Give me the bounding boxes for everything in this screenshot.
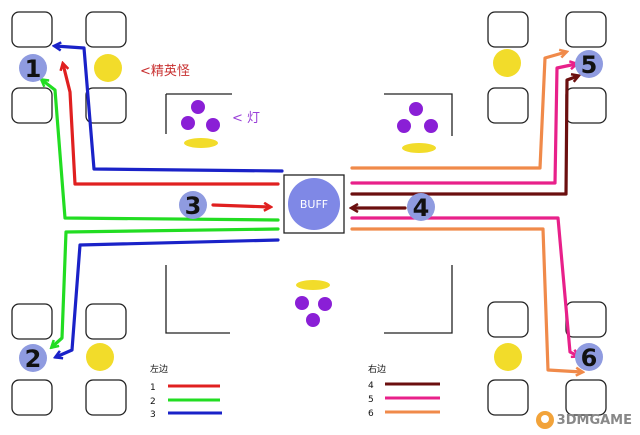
position-3: 3 <box>179 191 207 220</box>
room-top-left <box>165 93 232 134</box>
legend-left-title: 左边 <box>150 363 168 375</box>
svg-text:5: 5 <box>581 51 598 79</box>
lamp-top-left <box>181 100 220 148</box>
legend-left: 左边 1 2 3 <box>150 363 222 420</box>
position-5: 5 <box>575 50 603 79</box>
elite-monster-bottom-right <box>494 343 522 371</box>
elite-monster-label: <精英怪 <box>140 64 190 79</box>
route-2-green-low <box>52 227 280 347</box>
elite-monster-top-right <box>493 49 521 77</box>
3dm-logo-icon <box>535 411 554 429</box>
svg-text:3: 3 <box>185 192 202 220</box>
pads-bottom-right <box>487 301 607 416</box>
pads-bottom-left <box>11 303 127 416</box>
svg-text:2: 2 <box>25 345 42 373</box>
route-2-green <box>42 80 280 222</box>
svg-text:1: 1 <box>25 55 42 83</box>
route-4-darkred <box>350 76 578 196</box>
position-4: 4 <box>407 193 435 222</box>
svg-text:2: 2 <box>150 397 156 407</box>
lamp-bottom <box>295 280 332 327</box>
svg-text:4: 4 <box>413 194 430 222</box>
route-3-blue <box>56 238 280 357</box>
pads-top-left <box>11 11 127 124</box>
svg-text:1: 1 <box>150 383 156 393</box>
room-bottom-right <box>384 265 453 334</box>
lamp-label: < 灯 <box>232 111 260 126</box>
route-6-orange <box>350 52 566 170</box>
svg-text:6: 6 <box>581 344 598 372</box>
lamp-top-right <box>397 102 438 153</box>
watermark-text: 3DMGAME <box>556 412 632 428</box>
svg-text:5: 5 <box>368 395 374 405</box>
route-1-blue <box>55 46 284 173</box>
svg-text:6: 6 <box>368 409 374 419</box>
elite-monster-bottom-left <box>86 343 114 371</box>
position-1: 1 <box>19 54 47 83</box>
route-5-pink-low <box>350 216 578 356</box>
legend-right: 右边 4 5 6 <box>368 363 440 419</box>
route-1-red <box>63 64 280 186</box>
elite-monster-top-left <box>94 54 122 82</box>
watermark: 3DMGAME <box>535 411 632 429</box>
buff-box: BUFF <box>283 174 345 234</box>
route-6-orange-low <box>350 227 582 372</box>
position-2: 2 <box>19 344 47 373</box>
legend-right-title: 右边 <box>368 363 386 375</box>
route-3-red <box>211 205 270 207</box>
svg-text:3: 3 <box>150 410 156 420</box>
svg-text:4: 4 <box>368 381 374 391</box>
buff-label: BUFF <box>300 198 328 211</box>
position-6: 6 <box>575 343 603 372</box>
room-bottom-left <box>165 265 230 334</box>
room-top-right <box>384 93 453 136</box>
route-5-pink <box>350 64 576 185</box>
